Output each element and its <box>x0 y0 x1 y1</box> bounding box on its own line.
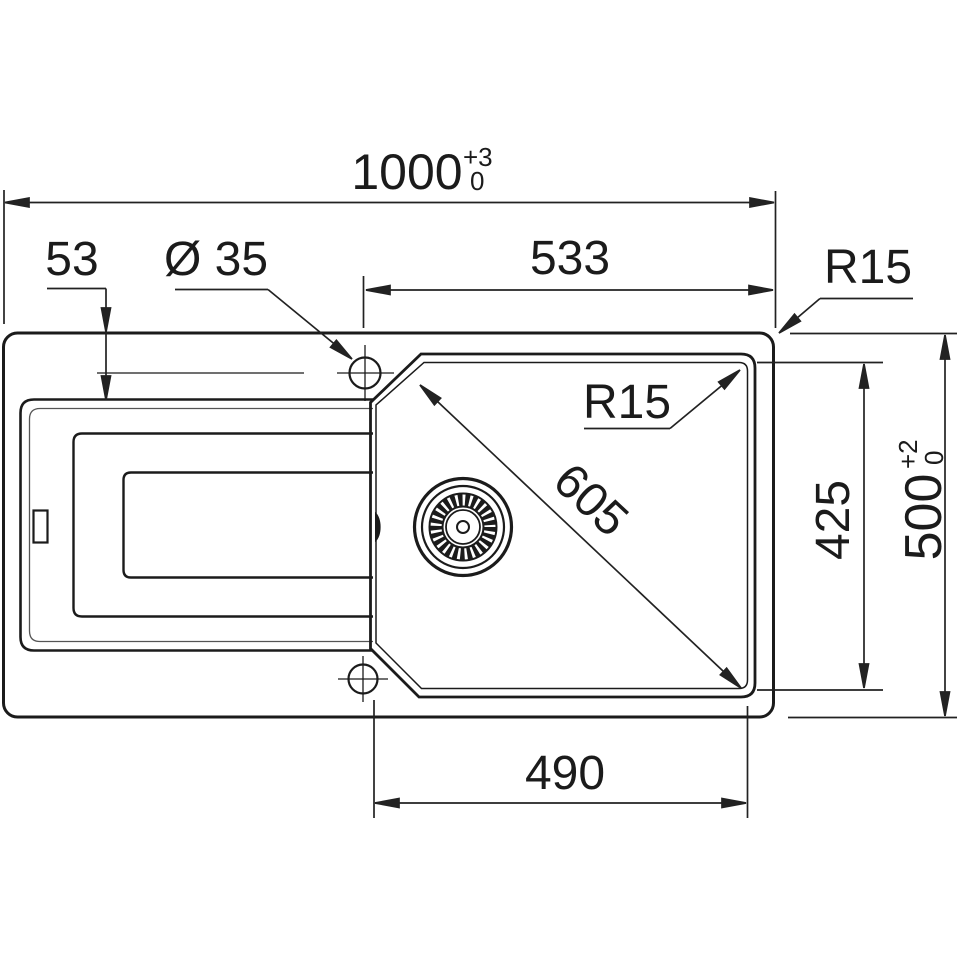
tap-hole-bottom-centerlines <box>338 656 388 702</box>
label-bowl-offset: 533 <box>530 232 610 285</box>
dimension-lines <box>3 190 957 818</box>
drainer-outer-outline <box>19 398 373 652</box>
tap-hole-top-centerlines <box>97 345 394 401</box>
arrowhead <box>100 307 112 333</box>
sink-outer-outline <box>2 331 775 719</box>
drain-outer-ring <box>412 476 514 578</box>
label-outer-radius: R15 <box>824 241 912 294</box>
arrowhead <box>721 797 747 809</box>
overall-depth-dimension <box>788 332 957 719</box>
arrowhead <box>778 312 802 334</box>
bowl-edge-notch <box>375 512 381 542</box>
overall-width-dimension <box>3 190 777 328</box>
label-overall-depth-tol-plus: +2 <box>893 439 923 469</box>
sink-body <box>2 331 775 719</box>
arrowhead <box>329 338 353 360</box>
arrowhead <box>374 797 400 809</box>
bowl-outer-outline <box>369 352 757 699</box>
dimension-labels: 1000 +3 0 53 Ø 35 533 R15 R15 605 425 50… <box>45 142 953 800</box>
arrowhead <box>419 384 442 407</box>
drain-strainer <box>412 476 514 578</box>
drain-center-hole <box>456 520 470 534</box>
bowl-inner-outline <box>375 361 749 690</box>
arrowhead <box>858 363 870 389</box>
label-tap-setback: 53 <box>45 233 98 286</box>
arrowhead <box>4 196 30 209</box>
arrowhead <box>939 334 951 360</box>
overflow-slot <box>32 509 49 544</box>
label-tap-diameter: Ø 35 <box>164 233 268 286</box>
arrowhead <box>749 196 775 209</box>
tap-setback-dimension <box>47 287 112 401</box>
arrowhead <box>858 663 870 689</box>
label-overall-width: 1000 <box>351 144 462 200</box>
label-overall-depth: 500 <box>895 474 953 561</box>
bowl-radius-leader <box>584 369 741 430</box>
label-bowl-radius: R15 <box>583 376 671 429</box>
arrowhead <box>748 284 774 296</box>
label-overall-depth-tol-minus: 0 <box>919 451 949 465</box>
arrowhead <box>100 375 112 401</box>
drainer-inner-rim-line <box>28 407 373 643</box>
label-overall-width-tol-minus: 0 <box>470 166 484 196</box>
tap-hole-top <box>348 356 382 390</box>
tap-diameter-leader <box>175 288 353 360</box>
arrowhead <box>939 691 951 717</box>
drain-second-ring <box>420 484 506 570</box>
label-bowl-diagonal: 605 <box>543 454 638 547</box>
label-bowl-width: 490 <box>525 747 605 800</box>
arrowhead <box>719 666 742 689</box>
bowl-depth-dimension <box>757 361 883 691</box>
arrowhead <box>717 369 741 391</box>
label-bowl-depth: 425 <box>807 480 860 560</box>
drain-hub <box>445 509 481 545</box>
drain-teeth-ring <box>429 493 497 561</box>
drainer-step-middle <box>72 432 373 618</box>
drain-teeth-inner <box>441 505 485 549</box>
tap-hole-bottom <box>347 663 379 695</box>
bowl-width-dimension <box>373 700 749 818</box>
label-overall-width-tol-plus: +3 <box>463 142 493 172</box>
bowl-diagonal-dimension <box>419 384 742 689</box>
drainer-step-inner <box>122 471 373 579</box>
outer-radius-leader <box>778 297 913 334</box>
arrowhead <box>365 284 391 296</box>
bowl-offset-dimension <box>362 276 774 328</box>
